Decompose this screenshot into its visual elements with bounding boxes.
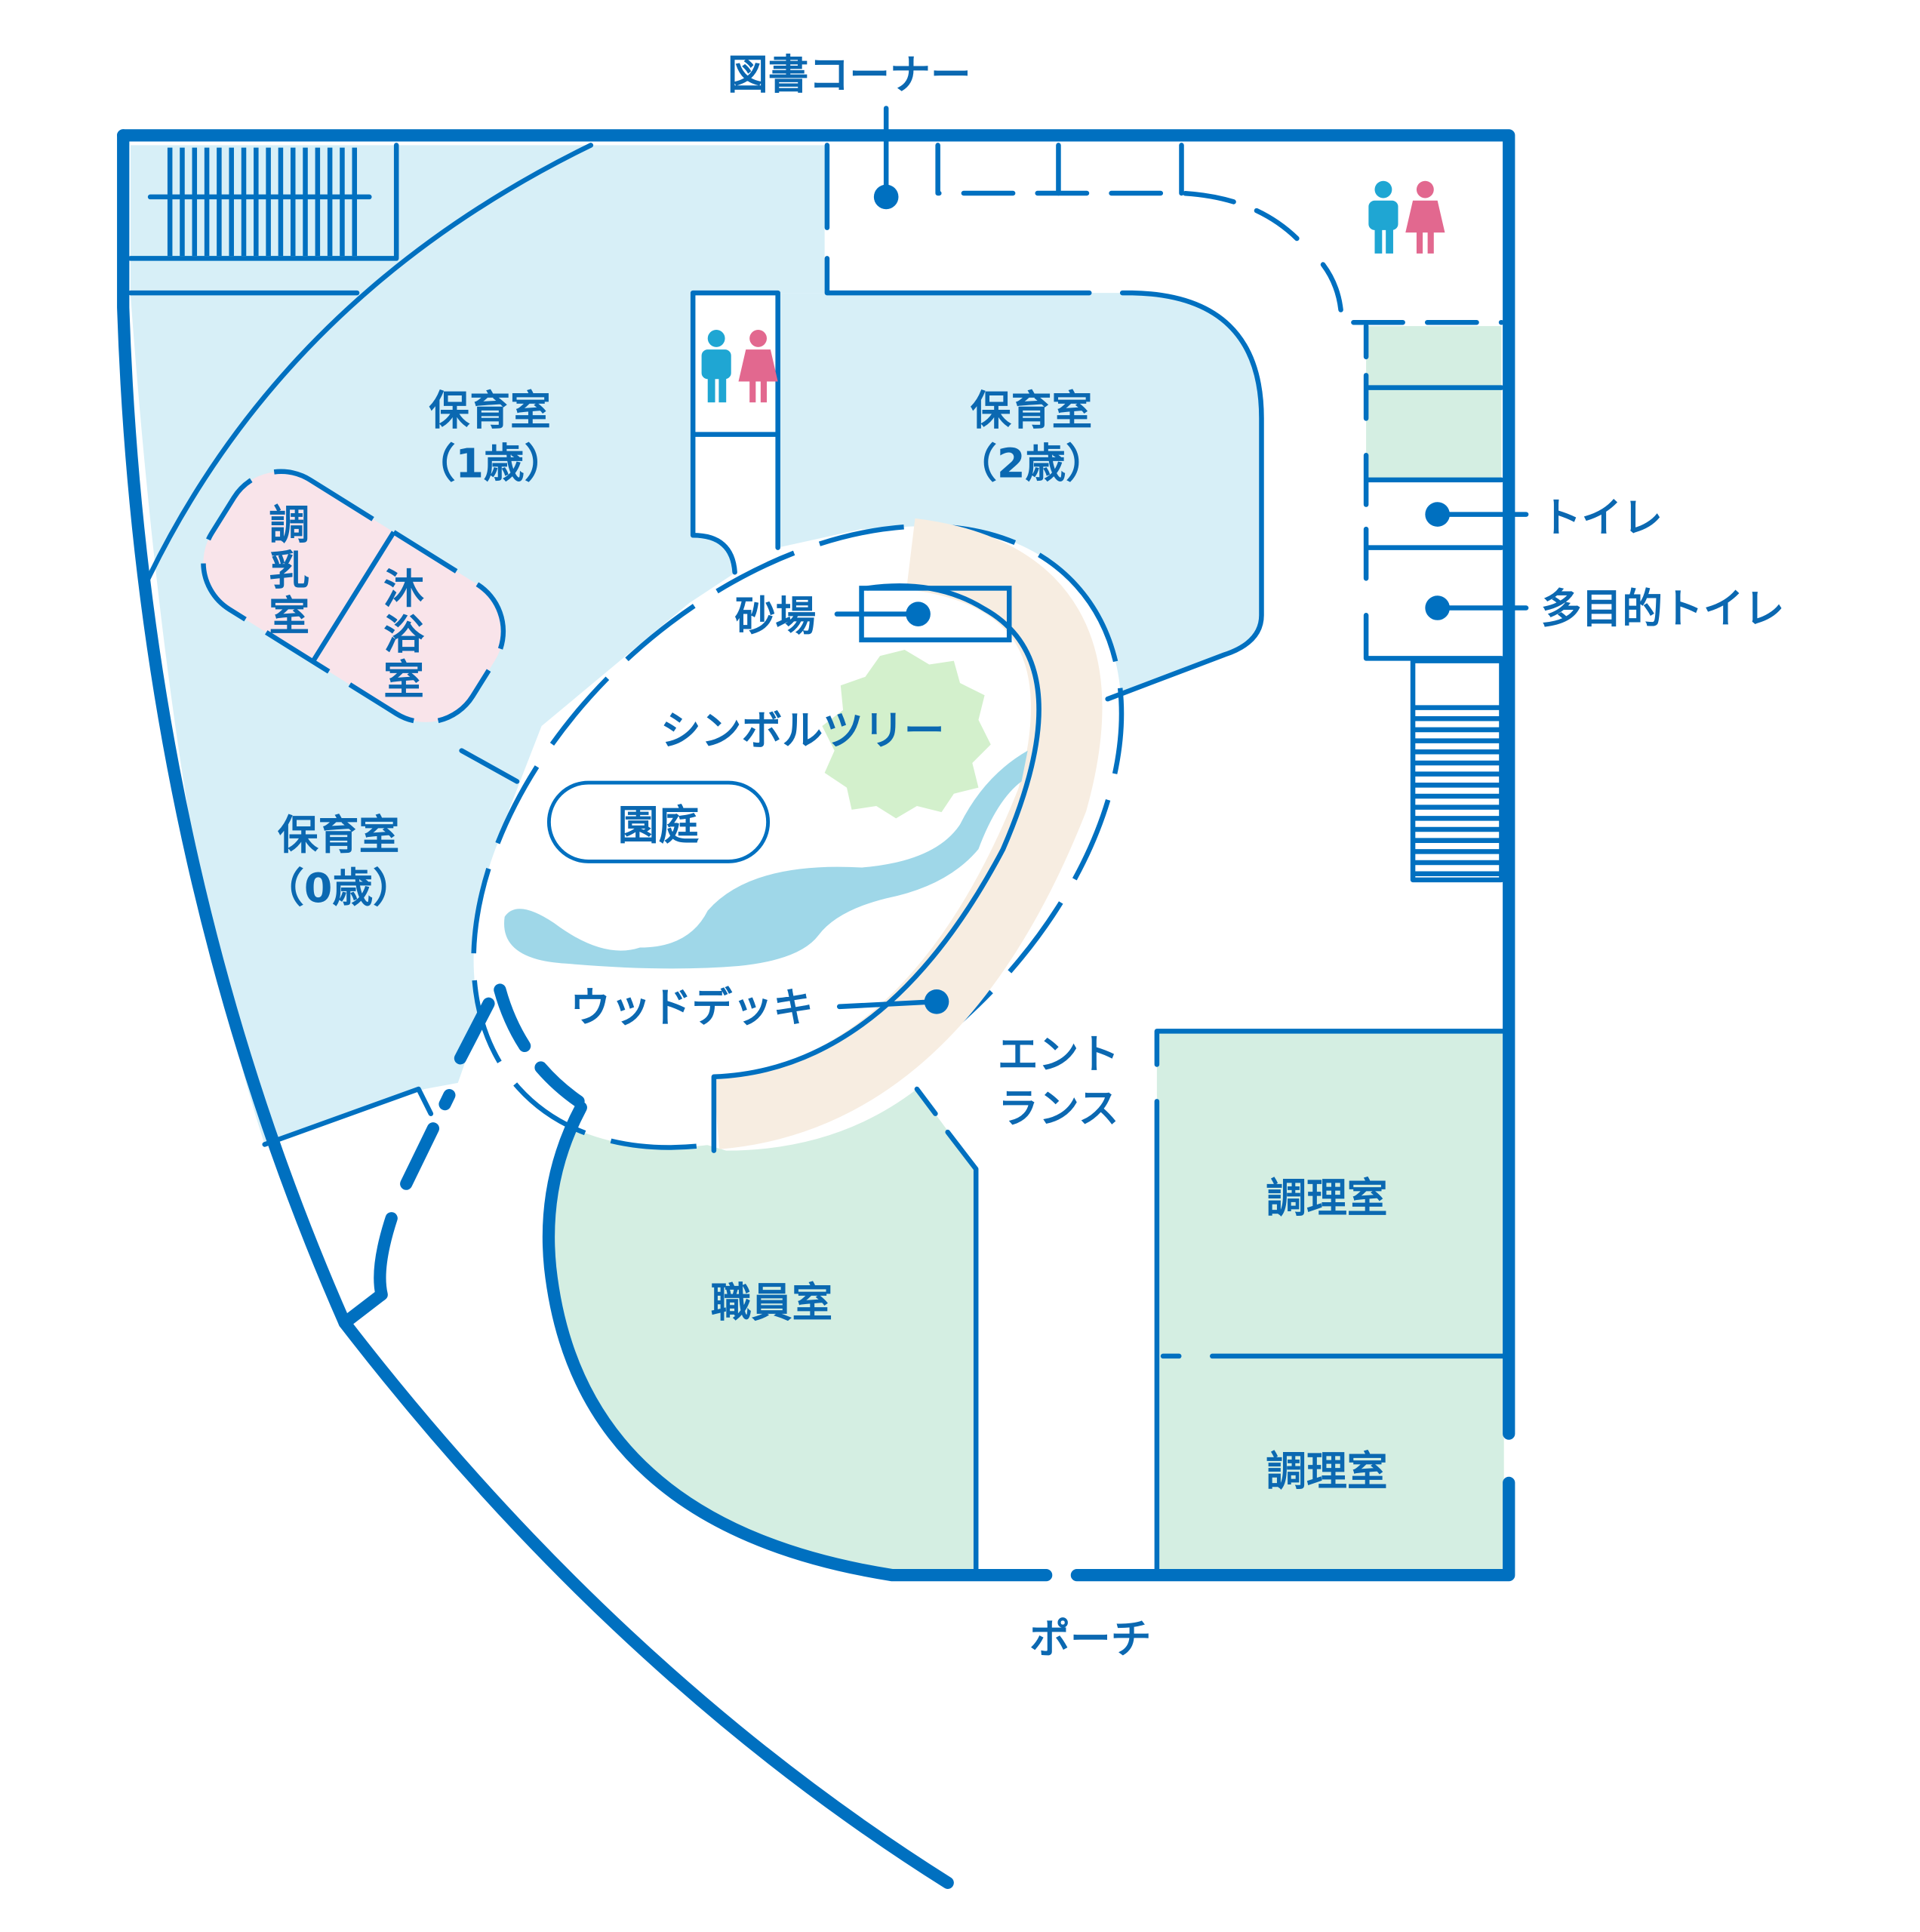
- walls: [117, 129, 1515, 1889]
- stairs-right: [1413, 705, 1502, 876]
- toilet-dot: [1425, 502, 1450, 527]
- room-2yr-label: 保育室: [971, 387, 1092, 435]
- multi-toilet-dot: [1425, 595, 1450, 620]
- deck-dot: [924, 989, 949, 1014]
- bath-room-label: 浴: [383, 611, 425, 658]
- kitchen-2-label: 調理室: [1266, 1447, 1387, 1495]
- stairs-topleft: [167, 147, 358, 257]
- wood-deck-label: ウッドデッキ: [570, 983, 814, 1031]
- labels: 図書コーナー 保育室 （1歳） 保育室 （2歳） 保育室 （0歳） 調 乳 室 …: [263, 51, 1784, 1662]
- sandbox-label: 砂場: [735, 592, 817, 640]
- toilet-label: トイレ: [1541, 494, 1663, 541]
- multi-toilet-label: 多目的トイレ: [1541, 585, 1785, 632]
- entrance-label: ランス: [998, 1084, 1118, 1132]
- staff-room-label: 職員室: [711, 1279, 832, 1327]
- porch-label: ポーチ: [1029, 1615, 1151, 1663]
- kitchen-1-label: 調理室: [1266, 1174, 1387, 1222]
- room-1yr-label: 保育室: [429, 387, 550, 435]
- milk-room-label: 室: [269, 592, 309, 640]
- courtyard: [471, 518, 1125, 1153]
- symbol-tree: [822, 649, 991, 819]
- restroom-male-icon: [701, 180, 1398, 403]
- toilet-area: [1366, 326, 1502, 480]
- room-0yr-label: 保育室: [278, 811, 399, 859]
- leaders: [834, 106, 1529, 1014]
- sandbox-dot: [906, 601, 931, 626]
- restroom-female-icon: [738, 180, 1445, 403]
- library-dot: [873, 184, 899, 210]
- garden-badge: [546, 780, 771, 863]
- room-1yr-age: （1歳）: [415, 440, 565, 488]
- room-0yr-age: （0歳）: [263, 864, 414, 912]
- wood-deck-inner-edge: [711, 583, 1042, 1153]
- bath-room-label: 沐: [383, 565, 424, 613]
- staff-room-area: [546, 1089, 977, 1576]
- pond: [504, 750, 1028, 969]
- bath-room-label: 室: [383, 657, 424, 704]
- wood-deck-ring: [712, 518, 1103, 1149]
- entrance-label: エント: [998, 1030, 1119, 1078]
- milk-room-label: 乳: [269, 547, 309, 595]
- symbol-tree-label: シンボルツリー: [660, 706, 945, 754]
- room-2yr-age: （2歳）: [956, 440, 1106, 488]
- library-label: 図書コーナー: [728, 51, 971, 98]
- room-fills: [130, 145, 1504, 1576]
- milk-room-label: 調: [269, 501, 309, 549]
- nursery-2-area: [777, 293, 1262, 700]
- kitchen-area: [1156, 1031, 1504, 1573]
- garden-label: 園庭: [618, 801, 700, 849]
